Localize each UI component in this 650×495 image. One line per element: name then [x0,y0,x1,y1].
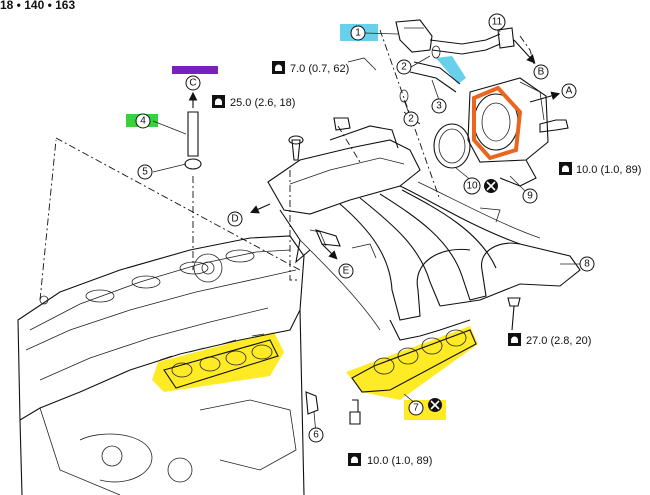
callout-6: 6 [308,427,324,443]
svg-text:B: B [538,67,545,78]
direction-callout-e: E [338,263,354,279]
callout-5: 5 [137,164,153,180]
svg-text:E: E [343,266,350,277]
svg-text:A: A [566,86,573,97]
svg-text:10: 10 [466,181,478,192]
svg-text:3: 3 [436,101,442,112]
callout-8: 8 [579,256,595,272]
callout-3: 3 [431,98,447,114]
cyan-highlight-2 [436,56,466,84]
torque-wrench-icon [272,61,285,74]
torque-spec-4: 27.0 (2.8, 20) [508,333,591,347]
torque-wrench-icon [348,453,361,466]
do-not-reuse-icon [428,398,442,412]
direction-arrows [188,39,561,260]
direction-callout-b: B [533,64,549,80]
svg-text:5: 5 [142,167,148,178]
svg-text:8: 8 [584,259,590,270]
callout-11: 11 [488,13,506,31]
svg-text:9: 9 [527,191,533,202]
torque-wrench-icon [559,162,572,175]
purple-highlight [172,66,218,74]
svg-text:2: 2 [401,62,407,73]
svg-text:7.0 (0.7, 62): 7.0 (0.7, 62) [290,63,349,75]
svg-text:25.0 (2.6, 18): 25.0 (2.6, 18) [230,97,295,109]
svg-text:2: 2 [408,114,414,125]
direction-callout-c: C [185,75,201,91]
cylinder-head-drawing [17,235,305,495]
callout-2-top: 2 [396,59,412,75]
callout-2-bottom: 2 [403,111,419,127]
fasteners-drawing [184,111,569,425]
svg-text:27.0 (2.8, 20): 27.0 (2.8, 20) [526,335,591,347]
callout-7: 7 [408,400,424,416]
do-not-reuse-icon [484,179,498,193]
direction-callout-d: D [227,211,243,227]
throttle-body-drawing [433,77,549,187]
callout-10: 10 [463,177,481,195]
torque-wrench-icon [212,95,225,108]
torque-wrench-icon [508,333,521,346]
callout-9: 9 [522,188,538,204]
svg-text:11: 11 [492,17,503,28]
svg-text:10.0 (1.0, 89): 10.0 (1.0, 89) [367,455,432,467]
intake-manifold-drawing [267,125,581,341]
gasket-drawing [163,329,477,393]
svg-text:4: 4 [140,116,146,127]
svg-text:C: C [189,78,196,89]
yellow-highlight-head [152,332,284,392]
direction-callout-a: A [561,83,577,99]
svg-text:D: D [231,214,238,225]
svg-text:7: 7 [413,403,419,414]
leader-lines [152,23,580,435]
torque-spec-2: 25.0 (2.6, 18) [212,95,295,109]
torque-spec-3: 10.0 (1.0, 89) [559,162,641,176]
torque-spec-5: 10.0 (1.0, 89) [348,453,432,467]
callout-4: 4 [135,113,151,129]
page-header: 18 • 140 • 163 [0,0,75,12]
svg-text:10.0 (1.0, 89): 10.0 (1.0, 89) [576,164,641,176]
callout-1: 1 [350,25,366,41]
svg-text:1: 1 [355,28,361,39]
torque-spec-1: 7.0 (0.7, 62) [272,61,349,75]
hoses-drawing [347,19,515,103]
svg-text:6: 6 [313,430,319,441]
